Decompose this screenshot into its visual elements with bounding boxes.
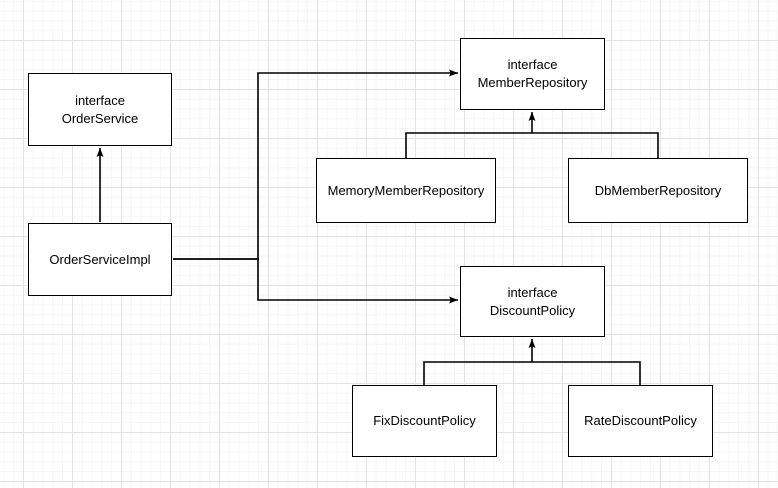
inheritance-connector-discountpolicy[interactable] [423,361,641,385]
edge-orderserviceimpl-to-discountpolicy[interactable] [173,258,458,304]
node-order-service-impl[interactable]: OrderServiceImpl [28,223,172,296]
node-label: OrderService [61,110,139,126]
node-label: DiscountPolicy [489,302,576,318]
node-label: MemoryMemberRepository [327,182,485,198]
node-label: interface [507,57,558,72]
node-label: MemberRepository [477,75,588,90]
inheritance-connector-memberrepository[interactable] [405,132,659,158]
node-member-repository[interactable]: interface MemberRepository [460,38,605,110]
node-label: FixDiscountPolicy [373,413,476,428]
node-label: interface [507,284,558,300]
node-db-member-repository[interactable]: DbMemberRepository [568,158,748,223]
node-discount-policy[interactable]: interface DiscountPolicy [460,266,605,337]
node-order-service[interactable]: interface OrderService [28,73,172,146]
node-label: RateDiscountPolicy [584,413,697,428]
node-label: interface [75,92,125,108]
node-memory-member-repository[interactable]: MemoryMemberRepository [316,158,496,223]
node-rate-discount-policy[interactable]: RateDiscountPolicy [568,385,713,457]
node-fix-discount-policy[interactable]: FixDiscountPolicy [352,385,497,457]
node-label: OrderServiceImpl [49,251,151,267]
node-label: DbMemberRepository [594,182,722,198]
